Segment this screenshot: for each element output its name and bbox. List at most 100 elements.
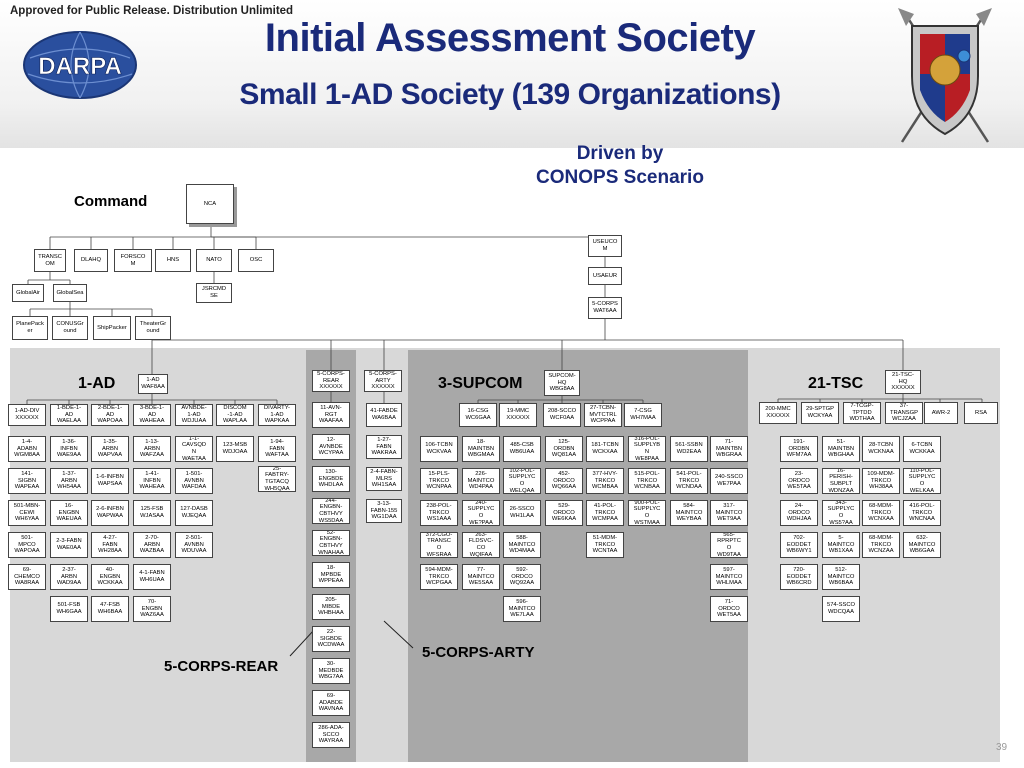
org-node-o4: 632- MAINTCO WB6GAA — [903, 532, 941, 558]
org-node-hns: HNS — [155, 249, 191, 272]
org-node-r3: 130- ENGBDE WHDLAA — [312, 466, 350, 492]
org-node-r10: 69- ADABDE WAVNAA — [312, 690, 350, 716]
org-node-g1: 1-94- FABN WAFTAA — [258, 436, 296, 462]
org-node-t2: 1-27- FABN WAKRAA — [366, 435, 402, 459]
org-node-k1: 191- ORDBN WFM7AA — [780, 436, 818, 462]
org-node-z0: 594-MDM- TRKCO WCPGAA — [420, 564, 458, 590]
org-node-u6: 316-POL- SUPPLYB N WE8PAA — [628, 436, 666, 462]
org-node-dlahq: DLAHQ — [74, 249, 108, 272]
org-node-s7csg: 7-CSG WH7MAA — [624, 403, 662, 427]
org-node-u3: 485-CSB WB6UAA — [503, 436, 541, 462]
org-node-u7: 561-SSBN WD2EAA — [670, 436, 708, 462]
org-node-corps5: 5-CORPS WAT6AA — [588, 297, 622, 319]
org-node-globalsea: GlobalSea — [53, 284, 87, 302]
org-node-nca: NCA — [186, 184, 234, 224]
org-node-h3: 7-TCGP- TPTDD WDTHAA — [843, 402, 881, 424]
org-node-globalair: GlobalAir — [12, 284, 44, 302]
org-node-a4: 501- MPCO WAPOAA — [8, 532, 46, 558]
org-node-ad1: 1-AD WAF8AA — [138, 374, 168, 394]
org-node-b2: 1-37- ARBN WH54AA — [50, 468, 88, 494]
driven-line-1: Driven by — [576, 143, 664, 164]
org-node-transcom: TRANSC OM — [34, 249, 66, 272]
org-node-c5: 40- ENGBN WCKKAA — [91, 564, 129, 590]
org-node-osc: OSC — [238, 249, 274, 272]
org-node-nato: NATO — [196, 249, 232, 272]
org-node-v1: 15-PLS- TRKCO WCNPAA — [420, 468, 458, 494]
org-node-n4: 416-POL- TRKCO WNCNAA — [903, 500, 941, 526]
org-node-d6: 70- ENGBN WAZ6AA — [133, 596, 171, 622]
org-node-e2: 1-501- AVNBN WAFDAA — [175, 468, 213, 494]
org-node-s27: 27-TCBN- MVTCTRL WCPPAA — [584, 403, 622, 427]
org-node-v3: 102-POL- SUPPLYC O WELQAA — [503, 468, 541, 494]
org-node-b4: 2-3-FABN WAE0AA — [50, 532, 88, 558]
org-node-r9: 30- MEDBDE WBG7AA — [312, 658, 350, 684]
org-node-q2: 596- MAINTCO WE7LAA — [503, 596, 541, 622]
org-node-usaeur: USAEUR — [588, 267, 622, 285]
org-node-z2: 592- ORDCO WQ92AA — [503, 564, 541, 590]
org-node-e3: 127-DASB WJEQAA — [175, 500, 213, 526]
org-node-v2: 226- MAINTCO WD4PAA — [462, 468, 500, 494]
org-node-w7: 584- MAINTCO WEYBAA — [670, 500, 708, 526]
org-node-b3: 16- ENGBN WAEUAA — [50, 500, 88, 526]
org-node-d1: 1-13- ARBN WAFZAA — [133, 436, 171, 462]
org-node-t1: 41-FABDE WA6BAA — [366, 403, 402, 427]
org-node-p1: 720- EODDET WB6CRD — [780, 564, 818, 590]
org-node-v4: 452- ORDCO WQ66AA — [545, 468, 583, 494]
org-node-tschq: 21-TSC- HQ XXXXXX — [885, 370, 921, 394]
page-number: 39 — [996, 742, 1008, 753]
org-node-b1: 1-36- INFBN WAE9AA — [50, 436, 88, 462]
org-node-z8: 597- MAINTCO WHLMAA — [710, 564, 748, 590]
org-node-bde2: 2-BDE-1- AD WAPOAA — [91, 404, 129, 426]
org-node-r7: 205- MIBDE WHBHAA — [312, 594, 350, 620]
org-node-c4: 4-27- FABN WH28AA — [91, 532, 129, 558]
org-node-conusground: CONUSGr ound — [52, 316, 88, 340]
org-node-forscom: FORSCO M — [114, 249, 152, 272]
org-node-r8: 22- SIGBDE WCDWAA — [312, 626, 350, 652]
org-node-a2: 141- SIGBN WAPEAA — [8, 468, 46, 494]
org-node-bde1: 1-BDE-1- AD WAELAA — [50, 404, 88, 426]
org-node-c3: 2-6-INFBN WAPWAA — [91, 500, 129, 526]
org-node-arty: 5-CORPS- ARTY XXXXXX — [364, 370, 402, 392]
org-node-a1: 1-4- ADABN WGM8AA — [8, 436, 46, 462]
org-node-u2: 18- MAINTBN WBGMAA — [462, 436, 500, 462]
rear-callout-label: 5-CORPS-REAR — [164, 658, 279, 675]
org-node-v7: 541-POL- TRKCO WCNDAA — [670, 468, 708, 494]
approval-notice: Approved for Public Release. Distributio… — [10, 5, 294, 17]
org-node-w4: 529- ORDCO WE6KAA — [545, 500, 583, 526]
org-node-n1: 24- ORDCO WDHJAA — [780, 500, 818, 526]
org-node-addiv: 1-AD-DIV XXXXXX — [8, 404, 46, 426]
org-node-w5: 41-POL- TRKCO WCMPAA — [586, 500, 624, 526]
org-node-jsrcmdse: JSRCMD SE — [196, 283, 232, 303]
org-node-m4: 110-POL- SUPPLYC O WELKAA — [903, 468, 941, 494]
driven-line-2: CONOPS Scenario — [536, 167, 704, 188]
tsc-section-label: 21-TSC — [808, 375, 864, 392]
org-node-c6: 47-FSB WH6BAA — [91, 596, 129, 622]
org-node-v6: 515-POL- TRKCO WCNBAA — [628, 468, 666, 494]
org-node-sup: SUPCOM- HQ WBG8AA — [544, 370, 580, 396]
org-node-u8: 71- MAINTBN WBGRAA — [710, 436, 748, 462]
org-node-e1: 1-1- CAVSQD N WAETAA — [175, 436, 213, 462]
command-label: Command — [74, 193, 148, 210]
org-node-r11: 286-ADA- SCCO WAYRAA — [312, 722, 350, 748]
org-node-r6: 18- MPBDE WPPEAA — [312, 562, 350, 588]
org-node-s19mmc: 19-MMC XXXXXX — [499, 403, 537, 427]
org-node-y8: 565- RPRPTC O WD9TAA — [710, 532, 748, 558]
org-node-bde3: 3-BDE-1- AD WAHEAA — [133, 404, 171, 426]
org-node-divarty: DIVARTY- 1-AD WAPKAA — [258, 404, 296, 426]
org-node-theaterground: TheaterGr ound — [135, 316, 171, 340]
org-node-g2: 25- FABTRY- TGTACQ WH5QAA — [258, 466, 296, 492]
org-node-h4: 37- TRANSGP WCJZAA — [885, 402, 923, 424]
org-node-u5: 181-TCBN WCKXAA — [586, 436, 624, 462]
org-node-e4: 2-501- AVNBN WDUVAA — [175, 532, 213, 558]
org-node-n3: 68-MDM- TRKCO WCNXAA — [862, 500, 900, 526]
org-node-b5: 2-37- ARBN WAD9AA — [50, 564, 88, 590]
org-node-rear: 5-CORPS- REAR XXXXXX — [312, 370, 350, 392]
org-node-t4: 3-13- FABN-155 WG1DAA — [366, 499, 402, 523]
org-node-h2: 29-SPTGP WCKYAA — [801, 402, 839, 424]
org-node-w8: 317- MAINTCO WET9AA — [710, 500, 748, 526]
slide-subtitle: Small 1-AD Society (139 Organizations) — [239, 78, 781, 111]
org-node-y2: 588- MAINTCO WD4MAA — [503, 532, 541, 558]
org-node-z1: 77- MAINTCO WE5SAA — [462, 564, 500, 590]
org-node-p3: 574-SSCO WDCQAA — [822, 596, 860, 622]
